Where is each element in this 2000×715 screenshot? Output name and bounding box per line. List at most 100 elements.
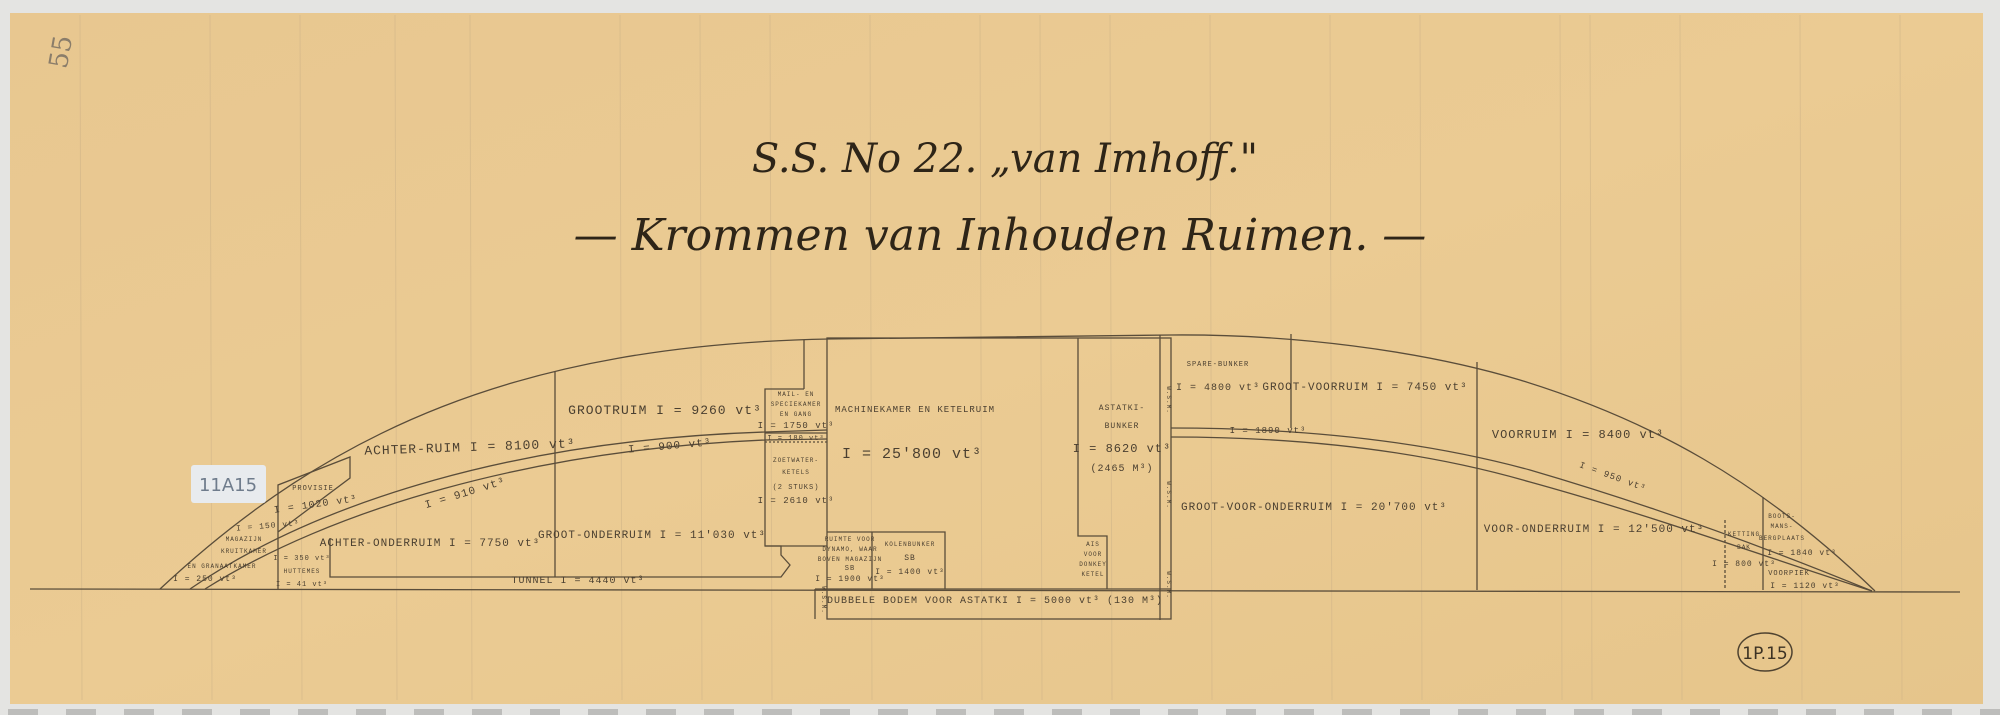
paper-fold-line xyxy=(769,14,773,701)
label-boots-3: BERGPLAATS xyxy=(1759,535,1805,542)
catalog-sticker xyxy=(191,465,266,503)
label-ais-3: DONKEY xyxy=(1079,561,1107,568)
label-dynamo-3: BOVEN MAGAZIJN xyxy=(818,556,882,563)
paper-fold-line xyxy=(979,14,983,701)
paper-fold-line xyxy=(394,14,398,701)
label-wsm: W.S.M. xyxy=(820,586,827,614)
paper-fold-line xyxy=(469,14,473,701)
astatki-bunker-box xyxy=(1077,338,1108,589)
edge-mark xyxy=(704,709,734,715)
label-tween-1890: I = 1890 vt³ xyxy=(1230,426,1307,436)
label-machinekamer-i: I = 25'800 vt³ xyxy=(842,446,982,463)
label-zoet-1: ZOETWATER- xyxy=(773,457,819,464)
label-spare-i: I = 4800 vt³ xyxy=(1176,383,1260,394)
edge-mark xyxy=(1748,709,1778,715)
label-ketting-2: BAK xyxy=(1737,544,1751,551)
tween-deck-upper xyxy=(189,427,1873,592)
label-kolen-i: I = 1400 vt³ xyxy=(875,568,945,577)
label-groot-onderruim: GROOT-ONDERRUIM I = 11'030 vt³ xyxy=(538,530,766,542)
paper-fold-line xyxy=(79,14,83,701)
paper-fold-line xyxy=(699,14,703,701)
label-astatki-m: (2465 M³) xyxy=(1090,463,1153,475)
label-mail-1: MAIL- EN xyxy=(778,391,815,398)
edge-mark xyxy=(1400,709,1430,715)
edge-mark xyxy=(472,709,502,715)
edge-mark xyxy=(1516,709,1546,715)
grid-lines xyxy=(79,14,1903,701)
label-groot-voorruim: GROOT-VOORRUIM I = 7450 vt³ xyxy=(1262,382,1467,394)
label-kolen-2: SB xyxy=(904,554,916,563)
edge-mark xyxy=(878,709,908,715)
edge-mark xyxy=(820,709,850,715)
paper-fold-line xyxy=(299,14,303,701)
label-dynamo-4: SB xyxy=(845,565,855,573)
dynamo-kolen-box xyxy=(827,531,946,589)
label-granaatkamer: EN GRANAATKAMER xyxy=(187,563,256,570)
label-voorruim: VOORRUIM I = 8400 vt³ xyxy=(1492,428,1664,442)
paper-fold-line xyxy=(1589,14,1593,701)
catalog-sticker-text: 11A15 xyxy=(199,475,257,496)
label-machinekamer: MACHINEKAMER EN KETELRUIM xyxy=(835,405,995,415)
label-mail-i: I = 1750 vt³ xyxy=(758,421,835,431)
label-dubbele-bodem: DUBBELE BODEM VOOR ASTATKI I = 5000 vt³ … xyxy=(827,595,1163,607)
edge-mark xyxy=(1922,709,1952,715)
label-achter-onderruim: ACHTER-ONDERRUIM I = 7750 vt³ xyxy=(320,538,540,550)
edge-mark xyxy=(588,709,618,715)
label-dynamo-i: I = 1900 vt³ xyxy=(815,575,885,584)
label-ais-1: AIS xyxy=(1086,541,1100,548)
edge-mark xyxy=(240,709,270,715)
edge-mark xyxy=(298,709,328,715)
edge-mark xyxy=(1458,709,1488,715)
label-boots-i: I = 1840 vt³ xyxy=(1767,549,1837,558)
edge-mark xyxy=(124,709,154,715)
circled-number: 1P.15 xyxy=(1742,644,1787,664)
label-kruitkamer-i: I = 350 vt³ xyxy=(273,555,330,563)
paper-fold-line xyxy=(1109,14,1113,701)
paper-fold-line xyxy=(1039,14,1043,701)
label-ais-4: KETEL xyxy=(1081,571,1104,578)
paper-fold-line xyxy=(1559,14,1563,701)
paper-fold-line xyxy=(1799,14,1803,701)
label-ketting-i: I = 800 vt³ xyxy=(1712,560,1776,569)
label-ais-2: VOOR xyxy=(1084,551,1102,558)
machine-room-box xyxy=(826,337,1172,620)
compartment-labels: GROOTRUIM I = 9260 vt³ ACHTER-RUIM I = 81… xyxy=(173,361,1840,614)
pencil-mark: 55 xyxy=(44,33,79,71)
label-dynamo-1: RUIMTE VOOR xyxy=(825,536,876,543)
label-astatki-i: I = 8620 vt³ xyxy=(1073,442,1171,456)
edge-mark xyxy=(356,709,386,715)
label-magazijn: MAGAZIJN xyxy=(226,536,263,543)
paper-fold-line xyxy=(1329,14,1333,701)
label-tunnel: TUNNEL I = 4440 vt³ xyxy=(511,576,644,587)
deck-curve xyxy=(159,334,1876,592)
label-huttemes: HUTTEMES xyxy=(284,568,321,575)
label-provisie: PROVISIE xyxy=(292,485,334,493)
edge-mark xyxy=(182,709,212,715)
label-kruitkamer: KRUITKAMER xyxy=(221,548,267,555)
label-mail-180: I = 180 vt³ xyxy=(767,435,824,443)
label-zoet-2: KETELS xyxy=(782,469,810,476)
edge-mark xyxy=(1806,709,1836,715)
circled-number-ring xyxy=(1737,632,1793,672)
label-boots-2: MANS- xyxy=(1770,523,1793,530)
label-zoet-i: I = 2610 vt³ xyxy=(758,496,835,506)
label-grootruim: GROOTRUIM I = 9260 vt³ xyxy=(568,403,762,418)
edge-mark xyxy=(8,709,38,715)
label-groot-voor-onderruim: GROOT-VOOR-ONDERRUIM I = 20'700 vt³ xyxy=(1181,502,1447,514)
label-voorpiek-i: I = 1120 vt³ xyxy=(1770,582,1840,591)
edge-mark xyxy=(1632,709,1662,715)
label-mail-3: EN GANG xyxy=(780,411,812,418)
paper-fold-line xyxy=(1419,14,1423,701)
provisie-box xyxy=(277,456,351,589)
paper-fold-line xyxy=(1679,14,1683,701)
edge-mark xyxy=(1864,709,1894,715)
label-wsm: W.S.M. xyxy=(1165,481,1172,509)
label-kolen-1: KOLENBUNKER xyxy=(885,541,936,548)
label-dynamo-2: DYNAMO, WAAR xyxy=(822,546,877,553)
label-boots-1: BOOTS- xyxy=(1768,513,1796,520)
edge-mark xyxy=(1574,709,1604,715)
edge-mark xyxy=(1690,709,1720,715)
edge-mark xyxy=(1052,709,1082,715)
label-achter-ruim: ACHTER-RUIM I = 8100 vt³ xyxy=(364,436,576,458)
